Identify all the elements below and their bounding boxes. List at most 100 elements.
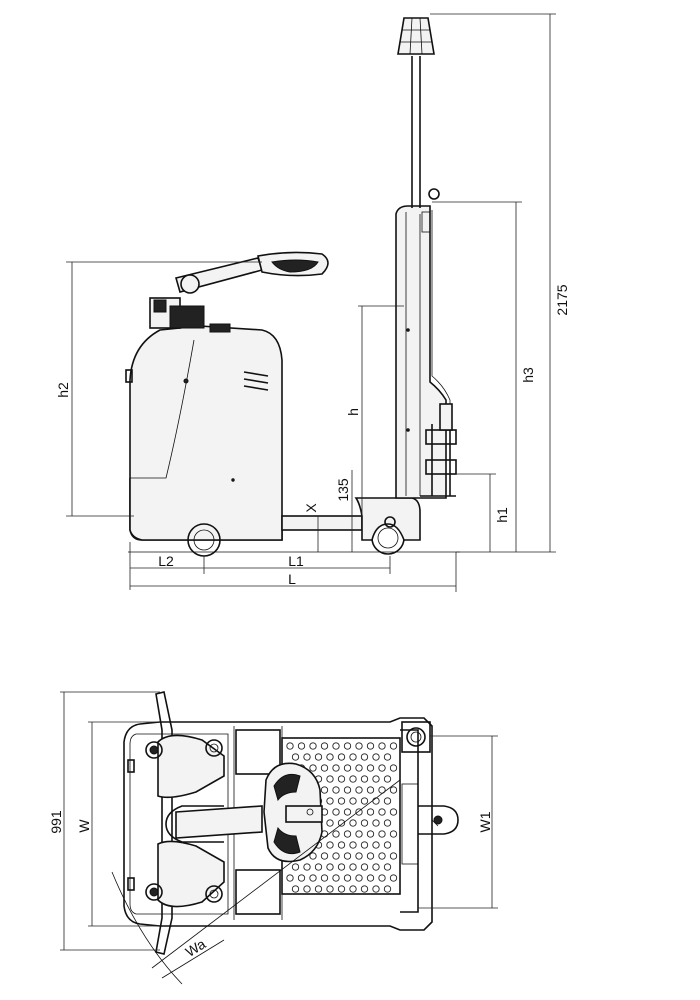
perforation-hole [303, 885, 311, 893]
label-w: W [76, 819, 92, 833]
perforation-hole [332, 830, 340, 838]
perforation-hole [383, 863, 392, 871]
perforation-hole [349, 841, 357, 849]
perforation-hole [343, 852, 352, 860]
tiller-arm [175, 251, 329, 294]
perforation-hole [355, 830, 363, 838]
left-foot-area [157, 734, 225, 799]
perforation-hole [355, 852, 363, 860]
perforation-hole [372, 775, 380, 783]
perforation-hole [343, 830, 352, 838]
beacon-pole [397, 17, 440, 208]
operator-housing [129, 325, 283, 541]
turning-radius-line [151, 779, 401, 969]
perforation-hole [378, 852, 386, 860]
centre-channel [165, 805, 224, 843]
perforation-hole [355, 874, 363, 882]
dim-w [88, 721, 160, 927]
perforation-hole [378, 742, 386, 750]
perforation-hole [360, 841, 369, 849]
right-foot-area [157, 840, 225, 908]
perforation-hole [303, 863, 311, 871]
control-knob-bottom [205, 885, 223, 903]
perforation-hole [326, 753, 334, 761]
perforation-hole [343, 764, 352, 772]
perforation-hole [337, 753, 346, 761]
dim-overall-width [60, 691, 160, 951]
perforation-hole [320, 764, 329, 772]
label-135: 135 [335, 478, 351, 502]
perforation-hole [309, 852, 317, 860]
dim-h1 [456, 473, 496, 552]
perforation-hole [326, 841, 334, 849]
perforation-hole [332, 808, 340, 816]
tow-hitch [418, 805, 459, 835]
beacon-lamp [397, 17, 435, 55]
perforation-hole [355, 786, 363, 794]
perforation-hole [389, 874, 398, 882]
perforation-hole [320, 852, 329, 860]
perforation-hole [378, 830, 386, 838]
carriage [420, 403, 457, 497]
perforation-hole [337, 797, 346, 805]
perforation-hole [383, 797, 392, 805]
perforation-hole [326, 885, 334, 893]
load-frame [400, 729, 419, 913]
perforation-hole [366, 830, 375, 838]
label-l: L [288, 571, 296, 587]
dim-w1 [418, 735, 498, 909]
perforation-hole [389, 764, 398, 772]
dim-l [130, 552, 457, 592]
perforation-hole [366, 874, 375, 882]
label-overall-height: 2175 [554, 284, 570, 315]
perforation-hole [326, 819, 334, 827]
perforation-hole [372, 885, 380, 893]
perforation-hole [366, 742, 375, 750]
perforation-hole [332, 852, 340, 860]
perforation-hole [378, 874, 386, 882]
perforation-hole [343, 786, 352, 794]
perforation-hole [349, 885, 357, 893]
label-h2: h2 [55, 382, 71, 398]
perforation-hole [314, 753, 323, 761]
perforation-hole [383, 753, 392, 761]
chassis-outline [123, 717, 433, 931]
top-view: 991 W W1 Wa [48, 691, 498, 985]
perforation-hole [320, 874, 329, 882]
perforation-hole [320, 742, 329, 750]
perforation-hole [343, 742, 352, 750]
caster-front-left [145, 741, 163, 759]
perforation-hole [372, 863, 380, 871]
perforation-hole [389, 742, 398, 750]
perforation-hole [366, 852, 375, 860]
perforation-hole [355, 764, 363, 772]
label-l1: L1 [288, 553, 304, 569]
perforation-hole [309, 764, 317, 772]
side-latch [125, 369, 133, 383]
perforation-hole [360, 797, 369, 805]
perforation-hole [332, 764, 340, 772]
label-x: X [303, 503, 319, 513]
fork-platform [281, 515, 363, 531]
label-wa: Wa [182, 935, 208, 960]
perforation-hole [303, 753, 311, 761]
label-h: h [345, 408, 361, 416]
perforation-hole [360, 775, 369, 783]
perforation-hole [378, 808, 386, 816]
mast-hook [428, 188, 440, 200]
load-wheel-housing [401, 721, 431, 753]
perforation-hole [332, 874, 340, 882]
perforation-hole [349, 819, 357, 827]
perforation-hole [378, 764, 386, 772]
perforation-hole [389, 852, 398, 860]
tiller-head [175, 762, 323, 863]
perforation-hole [360, 819, 369, 827]
perforation-hole [320, 786, 329, 794]
perforation-hole [332, 786, 340, 794]
perforation-hole [291, 753, 300, 761]
perforation-hole [326, 863, 334, 871]
dim-l2 [129, 542, 205, 590]
perforation-hole [389, 830, 398, 838]
battery-cover-bottom [235, 869, 281, 915]
